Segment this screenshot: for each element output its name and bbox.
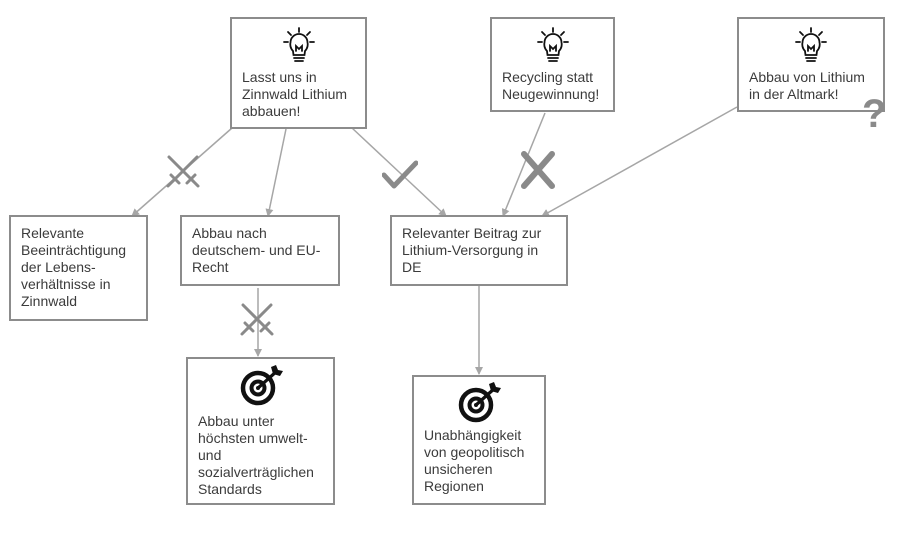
checkmark-icon <box>382 160 418 189</box>
x-mark-icon <box>521 151 555 189</box>
idea-altmark-box: Abbau von Lithium in der Altmark! <box>737 17 885 112</box>
contribution-text: Relevanter Beitrag zur Lithium-Versorgun… <box>402 225 542 275</box>
target-icon <box>458 382 501 423</box>
goal-standards-text: Abbau unter höchsten umwelt- und sozialv… <box>198 413 314 497</box>
impairment-text: Relevante Beeinträchtigung der Lebens- v… <box>21 225 127 309</box>
goal-independence-text: Unabhängigkeit von geopolitisch unsicher… <box>424 427 525 494</box>
lightbulb-icon <box>795 27 827 62</box>
edge-zinnwald-law <box>265 128 287 217</box>
edge-zinnwald-contribution <box>351 127 447 217</box>
crossed-swords-icon <box>166 155 200 188</box>
crossed-swords-icon <box>240 303 274 336</box>
edge-recycling-contribution <box>501 112 546 217</box>
idea-zinnwald-text: Lasst uns in Zinnwald Lithium abbauen! <box>242 69 348 119</box>
law-text: Abbau nach deutschem- und EU- Recht <box>192 225 321 275</box>
target-icon <box>240 365 283 406</box>
lightbulb-icon <box>536 27 569 62</box>
idea-zinnwald-box: Lasst uns in Zinnwald Lithium abbauen! <box>230 17 367 129</box>
impairment-box: Relevante Beeinträchtigung der Lebens- v… <box>9 215 148 321</box>
contribution-box: Relevanter Beitrag zur Lithium-Versorgun… <box>390 215 568 286</box>
idea-recycling-text: Recycling statt Neugewinnung! <box>502 69 600 102</box>
goal-standards-box: Abbau unter höchsten umwelt- und sozialv… <box>186 357 335 505</box>
idea-altmark-text: Abbau von Lithium in der Altmark! <box>749 69 865 102</box>
edge-altmark-contribution <box>541 106 738 217</box>
lightbulb-icon <box>282 27 315 62</box>
question-mark: ? <box>862 92 887 136</box>
goal-independence-box: Unabhängigkeit von geopolitisch unsicher… <box>412 375 546 505</box>
idea-recycling-box: Recycling statt Neugewinnung! <box>490 17 615 112</box>
law-box: Abbau nach deutschem- und EU- Recht <box>180 215 340 286</box>
